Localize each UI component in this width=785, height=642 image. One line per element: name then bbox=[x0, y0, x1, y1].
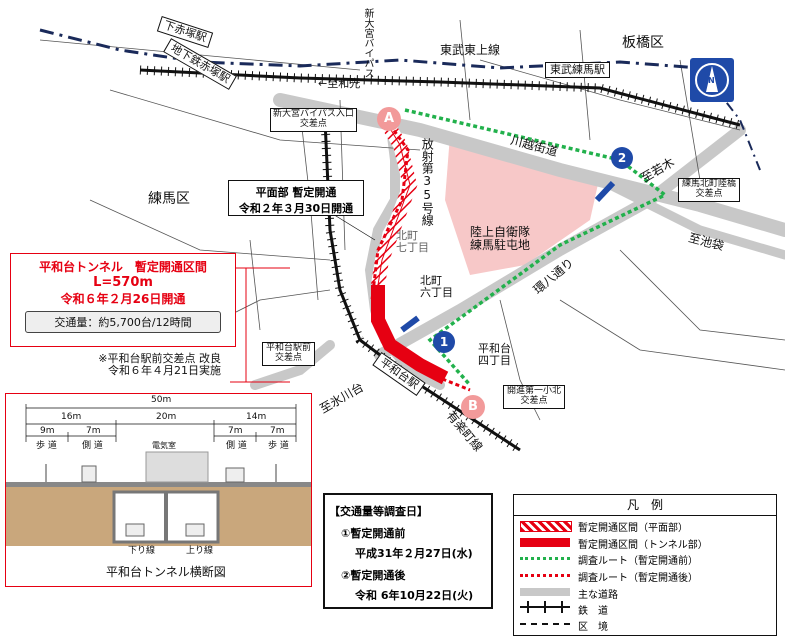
legend-swatch-after bbox=[520, 574, 570, 577]
label-shin-omiya-bypass: 新大宮バイパス bbox=[362, 8, 373, 78]
legend-item-surface: 暫定開通区間（平面部） bbox=[578, 523, 688, 534]
point-2-marker: 2 bbox=[611, 147, 633, 169]
tunnel-box: 平和台トンネル 暫定開通区間 L=570m 令和６年２月26日開通 交通量：約5… bbox=[10, 253, 236, 347]
point-a-label: A bbox=[383, 111, 395, 126]
cs-right-sub2: 7m bbox=[270, 426, 285, 436]
cs-right-lbl1: 側 道 bbox=[226, 441, 247, 451]
label-nerima-ku: 練馬区 bbox=[148, 191, 190, 207]
tunnel-line3: 令和６年２月26日開通 bbox=[60, 292, 186, 306]
label-gsdf: 陸上自衛隊 練馬駐屯地 bbox=[470, 225, 531, 253]
tobu-tojo-railway bbox=[139, 65, 742, 130]
survey-bar-1 bbox=[400, 315, 420, 333]
legend-item-tunnel: 暫定開通区間（トンネル部） bbox=[578, 540, 708, 551]
cs-total-width: 50m bbox=[151, 395, 172, 405]
label-heiwadai-eki-mae: 平和台駅前 交差点 bbox=[262, 342, 316, 366]
point-b-label: B bbox=[468, 399, 478, 414]
point-a-marker: A bbox=[377, 107, 401, 131]
survey-after-date: 令和 6年10月22日(火) bbox=[355, 589, 474, 602]
cs-right-width: 14m bbox=[246, 412, 267, 422]
surface-open-line2: 令和２年３月30日開通 bbox=[238, 202, 354, 215]
label-heiwadai-4: 平和台 四丁目 bbox=[478, 342, 511, 368]
cs-left-sub2: 7m bbox=[86, 426, 101, 436]
survey-title: 【交通量等調査日】 bbox=[329, 505, 428, 518]
cs-title: 平和台トンネル横断図 bbox=[106, 565, 226, 579]
cs-right-lbl2: 歩 道 bbox=[268, 441, 289, 451]
legend-box: 凡 例 暫定開通区間（平面部） 暫定開通区間（トンネル部） 調査ルート（暫定開通… bbox=[513, 494, 777, 636]
compass: N bbox=[690, 58, 734, 102]
surface-section-outline bbox=[377, 124, 411, 286]
legend-item-boundary: 区 境 bbox=[578, 622, 608, 633]
improvement-note: ※平和台駅前交差点 改良 令和６年４月21日実施 bbox=[94, 352, 221, 378]
legend-item-before: 調査ルート（暫定開通前） bbox=[578, 556, 698, 567]
legend-item-after: 調査ルート（暫定開通後） bbox=[578, 573, 698, 584]
legend-swatch-road bbox=[520, 588, 570, 596]
survey-before-date: 平成31年２月27日(水) bbox=[355, 547, 473, 560]
cs-center-lbl: 電気室 bbox=[152, 441, 176, 450]
legend-swatch-rail bbox=[520, 601, 570, 613]
cs-up-line: 上り線 bbox=[186, 546, 214, 556]
tunnel-section bbox=[371, 285, 449, 385]
span-marker bbox=[230, 267, 290, 383]
label-tobu-tojo: 東武東上線 bbox=[440, 43, 501, 57]
point-2-label: 2 bbox=[617, 151, 627, 165]
survey-box: 【交通量等調査日】 ①暫定開通前 平成31年２月27日(水) ②暫定開通後 令和… bbox=[323, 493, 493, 609]
cs-left-lbl2: 側 道 bbox=[82, 441, 103, 451]
cs-left-sub1: 9m bbox=[40, 426, 55, 436]
cs-left-lbl1: 歩 道 bbox=[36, 441, 57, 451]
label-kitamachi-6: 北町 六丁目 bbox=[420, 274, 453, 300]
north-arrow-icon bbox=[706, 66, 718, 92]
tunnel-line1: 平和台トンネル 暫定開通区間 bbox=[39, 260, 207, 274]
point-1-marker: 1 bbox=[433, 331, 455, 353]
route-before bbox=[404, 108, 669, 387]
point-b-marker: B bbox=[461, 395, 485, 419]
legend-swatch-tunnel bbox=[520, 538, 570, 547]
cross-section-svg bbox=[6, 404, 311, 546]
label-to-wako: ←至和光 bbox=[318, 77, 361, 90]
legend-title: 凡 例 bbox=[514, 495, 776, 516]
label-kitamachi-7: 北町 七丁目 bbox=[396, 229, 429, 255]
point-1-label: 1 bbox=[439, 335, 449, 349]
cs-down-line: 下り線 bbox=[128, 546, 156, 556]
label-kaishin-daiichi: 開進第一小北 交差点 bbox=[503, 385, 566, 409]
surface-open-line1: 平面部 暫定開通 bbox=[255, 186, 337, 199]
route-after bbox=[370, 124, 471, 392]
improvement-note-line1: ※平和台駅前交差点 改良 bbox=[98, 352, 221, 365]
legend-swatch-surface bbox=[520, 521, 572, 532]
surface-open-box: 平面部 暫定開通 令和２年３月30日開通 bbox=[228, 180, 364, 216]
label-tobu-nerima-station: 東武練馬駅 bbox=[545, 62, 610, 79]
legend-item-road: 主な道路 bbox=[578, 590, 618, 601]
cross-section-panel: 50m 16m 20m 14m 9m 7m 7m 7m 歩 道 側 道 電気室 … bbox=[5, 393, 312, 587]
cs-left-width: 16m bbox=[61, 412, 82, 422]
tunnel-line2: L=570m bbox=[93, 275, 153, 290]
improvement-note-line2: 令和６年４月21日実施 bbox=[108, 364, 221, 378]
legend-item-rail: 鉄 道 bbox=[578, 606, 608, 617]
legend-swatch-boundary bbox=[520, 623, 570, 625]
label-shin-omiya-entrance: 新大宮バイパス入口 交差点 bbox=[270, 108, 357, 132]
cs-center-width: 20m bbox=[156, 412, 177, 422]
survey-bar-2 bbox=[594, 180, 616, 203]
label-itabashi-ku: 板橋区 bbox=[622, 35, 664, 51]
label-nerima-kita-rikkyo: 練馬北町陸橋 交差点 bbox=[678, 178, 741, 202]
survey-before-label: ①暫定開通前 bbox=[341, 527, 406, 540]
legend-swatch-before bbox=[520, 557, 570, 560]
cs-right-sub1: 7m bbox=[228, 426, 243, 436]
label-housha35: 放射第35号線 bbox=[420, 138, 435, 226]
compass-label: N bbox=[708, 76, 715, 85]
survey-after-label: ②暫定開通後 bbox=[341, 569, 406, 582]
tunnel-traffic: 交通量：約5,700台/12時間 bbox=[25, 311, 221, 333]
